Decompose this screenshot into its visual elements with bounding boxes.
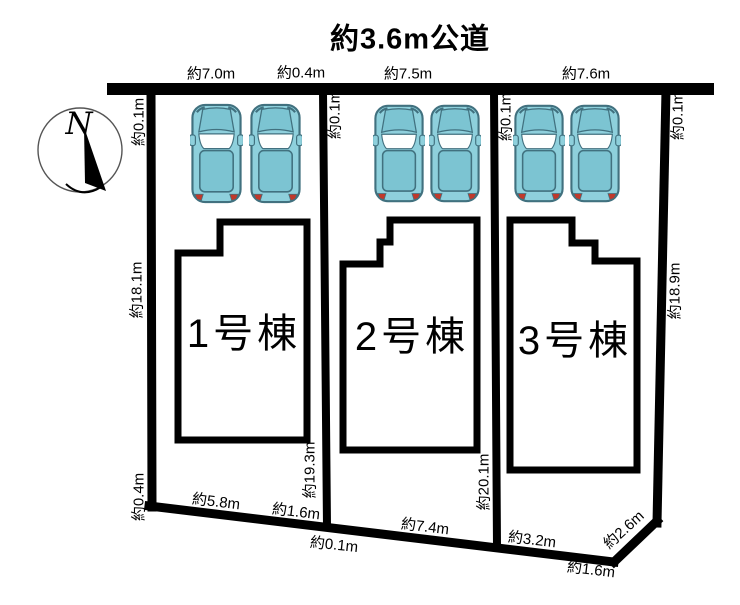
boundary-bottom-line: [143, 500, 620, 568]
car-icon: [373, 104, 425, 203]
building-2-label: 2号棟: [354, 315, 470, 359]
building-3-outline: [506, 216, 641, 474]
car-icon: [190, 103, 243, 204]
dim-lot2-top-inner: 約0.1m: [326, 90, 344, 140]
dim-divider2-depth: 約20.1m: [475, 453, 493, 511]
lot-boundaries: [107, 83, 714, 569]
compass-icon: N: [37, 106, 123, 194]
dim-top-lot3: 約7.6m: [561, 65, 611, 83]
compass-north-label: N: [64, 106, 94, 142]
dim-top-lot2: 約7.5m: [383, 65, 433, 83]
boundary-corner-cut-line: [607, 514, 664, 569]
building-2-outline: [339, 216, 481, 454]
dim-lot3-top-inner: 約0.1m: [497, 92, 515, 142]
dim-divider1-depth: 約19.3m: [301, 441, 319, 499]
dim-right-depth: 約18.9m: [666, 262, 684, 320]
dim-left-depth: 約18.1m: [128, 261, 146, 319]
boundary-right-line: [652, 85, 671, 528]
parked-cars: [190, 103, 621, 204]
dim-top-lot1: 約7.0m: [186, 65, 236, 83]
dim-right-top: 約0.1m: [669, 91, 687, 141]
road-title-label: 約3.6m公道: [329, 23, 491, 56]
boundary-left-line: [146, 85, 157, 512]
buildings: [174, 216, 641, 474]
car-icon: [249, 103, 302, 204]
divider-lot1-lot2: [318, 87, 332, 532]
building-1-label: 1号棟: [186, 312, 302, 356]
building-3-label: 3号棟: [517, 319, 633, 363]
car-icon: [513, 104, 565, 203]
dim-left-top: 約0.1m: [130, 97, 148, 147]
car-icon: [429, 104, 481, 203]
dim-top-gap: 約0.4m: [276, 64, 326, 82]
divider-lot2-lot3: [489, 87, 502, 552]
car-icon: [569, 104, 621, 203]
compass-needle: [84, 127, 106, 191]
dim-left-bottom: 約0.4m: [130, 472, 148, 522]
building-1-outline: [174, 218, 311, 444]
